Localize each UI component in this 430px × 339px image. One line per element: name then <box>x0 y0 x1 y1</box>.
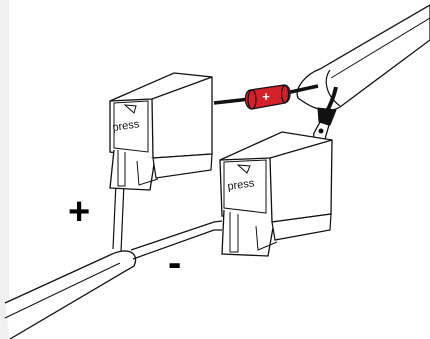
connector-2-press-label: press <box>227 177 256 193</box>
inline-fuse: + <box>244 84 291 110</box>
fuse-wire-left <box>213 97 251 105</box>
positive-polarity-label: + <box>68 191 91 233</box>
connector-1-press-label: press <box>112 118 141 134</box>
negative-wire-edge <box>132 229 222 260</box>
wago-connector-2: press <box>219 131 333 257</box>
fuse-wire-right <box>285 84 319 95</box>
negative-polarity-label: - <box>168 241 182 285</box>
wago-connector-1: press <box>109 72 213 191</box>
fuse-plus-label: + <box>262 89 270 104</box>
spade-terminal <box>313 86 338 142</box>
left-edge-strip <box>0 0 9 339</box>
main-cable <box>4 250 137 339</box>
upper-right-cable <box>296 4 430 112</box>
negative-wire <box>130 220 223 251</box>
